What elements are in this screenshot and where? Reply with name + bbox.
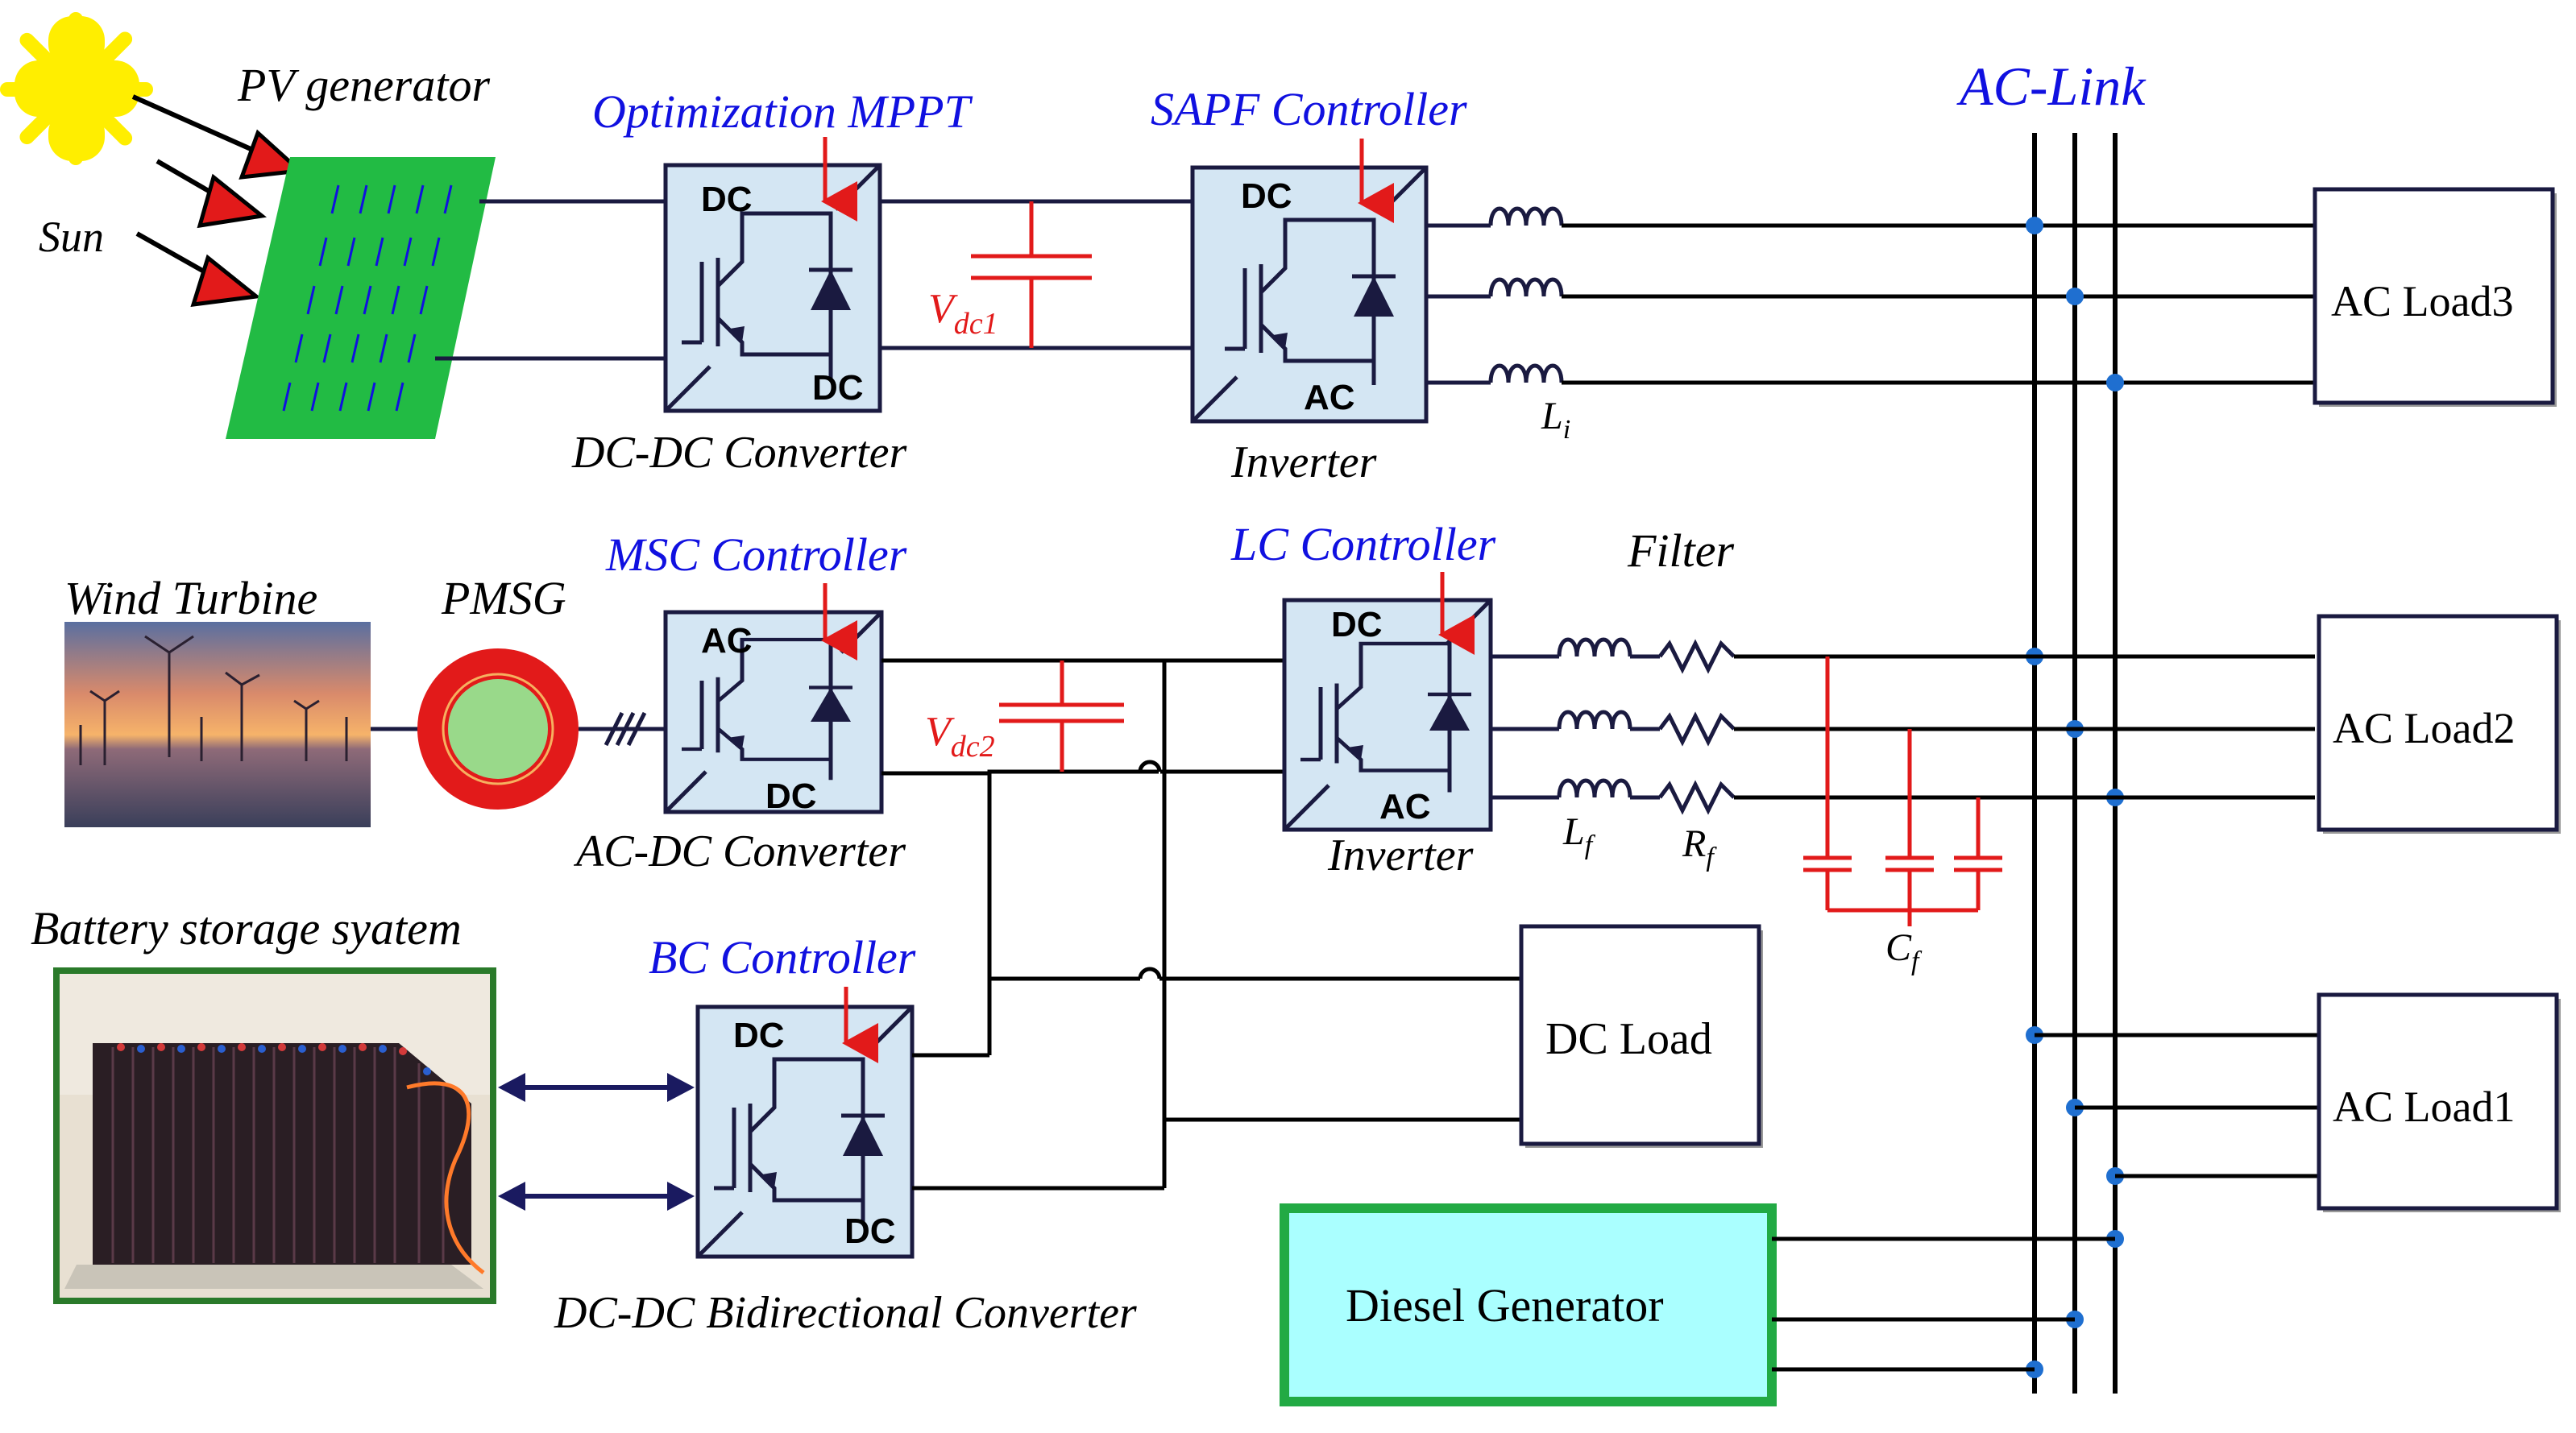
bidirectional-output-label: DC [844,1211,896,1251]
sun-ray-arrows [131,94,305,307]
msc-controller-label: MSC Controller [605,528,907,581]
inverter-mid-output-label: AC [1379,787,1431,826]
inverter-mid-label: Inverter [1327,830,1474,880]
vdc2-capacitor [999,661,1124,772]
battery-storage-label: Battery storage syatem [31,902,462,955]
ac-load3-block: AC Load3 [2313,187,2557,407]
inverter-top-output-label: AC [1304,378,1355,417]
bidirectional-input-label: DC [733,1016,785,1055]
inverter-mid-input-label: DC [1331,605,1383,644]
inverter-top-output-lines [1426,209,2315,385]
vdc1-label: Vdc1 [928,286,998,341]
li-inductor-label: Li [1541,395,1570,445]
lf-inductor-label: Lf [1562,810,1596,860]
ac-load2-label: AC Load2 [2333,704,2515,752]
dcdc-output-label: DC [812,368,864,408]
pv-generator-label: PV generator [237,59,490,111]
filter-label: Filter [1627,524,1735,577]
sun-label: Sun [39,213,104,261]
ac-link-bus [2032,133,2118,1394]
dc-load-connections [989,967,1521,1122]
cf-filter-capacitors [1803,656,2002,926]
pmsg-generator-icon [417,648,579,810]
bc-controller-label: BC Controller [649,931,916,984]
bidirectional-to-dcbus-wires [912,1053,1164,1191]
wind-turbine-label: Wind Turbine [64,572,317,624]
inverter-top-input-label: DC [1241,176,1292,216]
bidirectional-converter-label: DC-DC Bidirectional Converter [554,1288,1137,1338]
battery-storage-photo [53,967,496,1304]
ac-load2-block: AC Load2 [2317,614,2561,834]
ac-link-label: AC-Link [1956,56,2147,117]
rf-resistor-label: Rf [1682,822,1717,872]
dcdc-converter-label: DC-DC Converter [571,428,907,478]
lc-controller-label: LC Controller [1230,518,1496,570]
battery-bidirectional-arrows [498,1073,695,1211]
pv-panel-icon [226,157,496,439]
cf-capacitor-label: Cf [1885,926,1923,976]
diesel-generator-label: Diesel Generator [1346,1279,1664,1332]
ac-load1-lines [2035,1033,2319,1178]
inverter-top-label: Inverter [1230,437,1377,487]
acdc-converter-label: AC-DC Converter [573,826,906,876]
acdc-input-label: AC [701,621,753,661]
dclink2-wires [881,658,1284,1188]
dcdc-input-label: DC [701,180,753,219]
pmsg-label: PMSG [441,572,566,624]
wind-turbine-photo [64,622,371,827]
inverter-mid-output-lines [1491,640,2315,810]
vdc2-label: Vdc2 [925,709,995,764]
diesel-generator-block: Diesel Generator [1280,1203,1777,1406]
ac-load1-label: AC Load1 [2333,1083,2515,1131]
vdc1-capacitor [971,201,1092,348]
dc-load-block: DC Load [1519,924,1763,1148]
diesel-to-aclink-wires [1772,1236,2115,1372]
ac-load1-block: AC Load1 [2317,992,2561,1212]
sun-icon [0,12,153,165]
optimization-mppt-label: Optimization MPPT [592,85,973,138]
ac-load3-label: AC Load3 [2331,277,2513,325]
acdc-output-label: DC [765,777,817,816]
sapf-controller-label: SAPF Controller [1151,83,1467,135]
dc-load-label: DC Load [1545,1014,1712,1064]
pmsg-to-acdc-wire [579,711,666,747]
